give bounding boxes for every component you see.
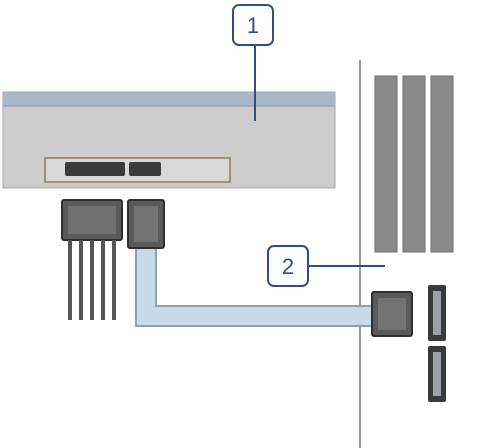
sata-port-1 [428, 285, 446, 341]
drive-power-connector [65, 162, 125, 176]
sata-data-connector-icon [127, 199, 165, 249]
sata-port-2 [428, 346, 446, 402]
callout-1-box [232, 4, 274, 46]
sata-port-2-slot [433, 352, 441, 396]
cable-drive-end-face [134, 206, 158, 242]
cable-board-end-plug [371, 291, 413, 337]
sata-port-1-slot [433, 291, 441, 335]
memory-slot-3 [430, 75, 454, 253]
callout-2-box [267, 245, 309, 287]
callout-1: 1 [232, 4, 274, 121]
cable-fill [137, 248, 380, 325]
cable-outline [135, 248, 380, 327]
memory-slot-2 [402, 75, 426, 253]
optical-drive-icon [2, 91, 336, 189]
power-plug-face [68, 206, 116, 234]
drive-top-edge [3, 92, 335, 106]
cable-board-end-face [378, 298, 406, 330]
callout-1-number: 1 [247, 13, 259, 38]
callout-2: 2 [267, 245, 385, 287]
sata-power-connector-icon [61, 199, 123, 320]
memory-slot-1 [374, 75, 398, 253]
drive-data-connector [129, 162, 161, 176]
motherboard [359, 60, 454, 448]
callout-2-number: 2 [282, 254, 294, 279]
sata-data-cable [127, 199, 413, 337]
